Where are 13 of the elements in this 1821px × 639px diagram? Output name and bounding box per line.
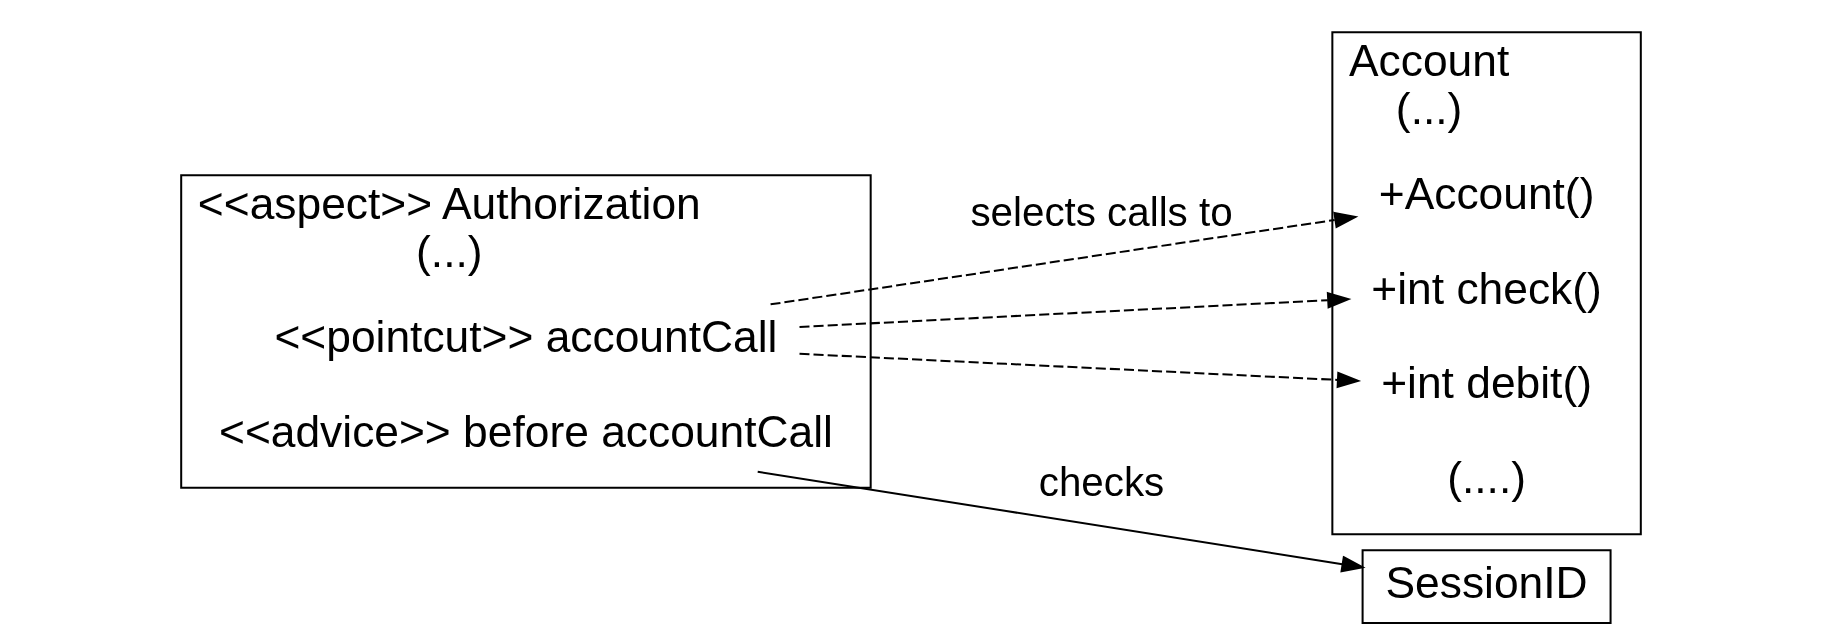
node-text: +int debit() (1380, 358, 1592, 408)
arrow (798, 291, 1351, 328)
edge-label: checks (1038, 458, 1164, 505)
edge-label: selects calls to (969, 188, 1233, 235)
arrow (769, 211, 1358, 306)
node-box: SessionID (1361, 549, 1612, 624)
arrow (798, 352, 1361, 389)
node-text: +Account() (1378, 168, 1594, 218)
node-text: <<pointcut>> accountCall (273, 311, 777, 361)
node-text: +int check() (1370, 263, 1602, 313)
node-text: <<advice>> before accountCall (218, 406, 833, 456)
node-text: (....) (1446, 453, 1526, 503)
arrow (757, 470, 1366, 573)
